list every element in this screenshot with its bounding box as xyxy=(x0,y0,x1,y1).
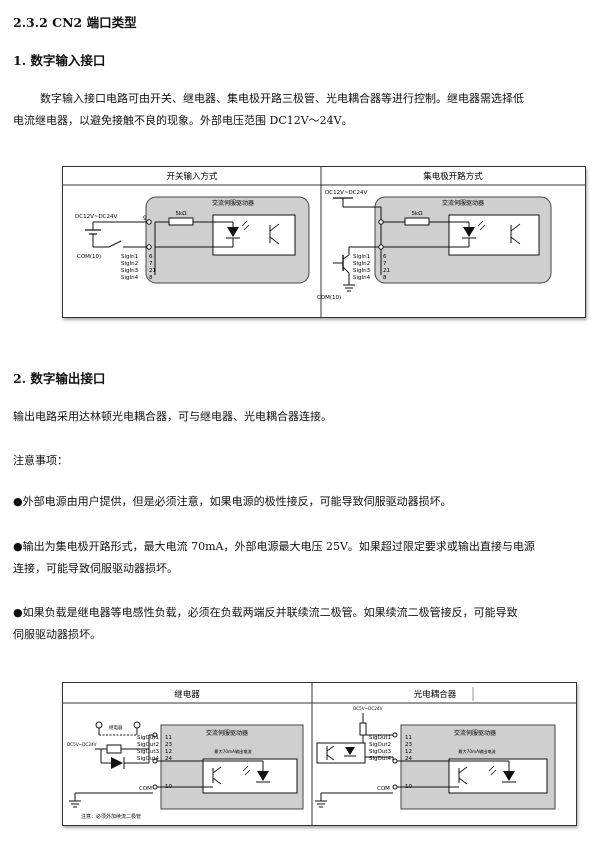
fig2-left-com: COM xyxy=(139,786,152,792)
fig2-left-signal-4: SigOut4 xyxy=(137,756,159,762)
fig1-right-pin-4: 8 xyxy=(383,275,387,281)
input-paragraph-line2: 电流继电器，以避免接触不良的现象。外部电压范围 DC12V～24V。 xyxy=(13,114,353,127)
fig2-left-pin-3: 12 xyxy=(165,749,172,755)
heading-digital-input: 1. 数字输入接口 xyxy=(13,53,106,68)
fig2-right-com: COM xyxy=(377,786,390,792)
section-title: 2.3.2 CN2 端口类型 xyxy=(13,15,137,30)
fig1-right-pin-3: 21 xyxy=(383,268,390,274)
fig1-right-led-icon xyxy=(463,227,475,237)
fig2-relay-label: 继电器 xyxy=(109,724,123,731)
fig1-right-signal-4: SigIn4 xyxy=(353,275,371,281)
fig1-right-optocoupler xyxy=(448,214,540,256)
fig1-left-resistor xyxy=(168,217,194,226)
fig1-left-pin-1: 6 xyxy=(149,254,153,260)
fig2-right-pin-1: 11 xyxy=(405,735,412,741)
fig2-right-led-icon xyxy=(503,771,515,781)
fig2-left-led-icon xyxy=(257,771,269,781)
fig2-external-optocoupler xyxy=(316,742,366,764)
input-wiring-figure: 开关输入方式 集电极开路方式 交流伺服驱动器 5kΩ 9 DC12V~DC24V xyxy=(62,166,586,318)
fig2-left-supply: DC5V~DC24V xyxy=(67,742,97,747)
fig2-left-driver-label: 交流伺服驱动器 xyxy=(206,729,248,737)
fig1-left-pin-4: 8 xyxy=(149,275,153,281)
fig2-right-pin-3: 12 xyxy=(405,749,412,755)
fig2-note: 注意：必须外加续流二极管 xyxy=(81,813,141,820)
fig2-right-signal-1: SigOut1 xyxy=(369,735,391,741)
fig2-right-driver-label: 交流伺服驱动器 xyxy=(454,729,496,737)
fig2-left-optocoupler xyxy=(202,758,298,794)
fig1-right-signal-3: SigIn3 xyxy=(353,268,371,274)
fig1-left-led-icon xyxy=(227,227,239,237)
fig2-right-signal-4: SigOut4 xyxy=(369,756,391,762)
input-paragraph-line1: 数字输入接口电路可由开关、继电器、集电极开路三极管、光电耦合器等进行控制。继电器… xyxy=(40,92,524,105)
note-bullet-1: ●外部电源由用户提供，但是必须注意，如果电源的极性接反，可能导致伺服驱动器损坏。 xyxy=(13,495,452,508)
notes-label: 注意事项： xyxy=(13,454,68,467)
fig2-left-signal-1: SigOut1 xyxy=(137,735,159,741)
output-wiring-figure: 继电器 光电耦合器 交流伺服驱动器 最大70mA输出电流 继电器 DC5V~DC… xyxy=(62,682,577,826)
note-bullet-2-line1: ●输出为集电极开路形式，最大电流 70mA，外部电源最大电压 25V。如果超过限… xyxy=(13,540,535,553)
fig1-left-signal-4: SigIn4 xyxy=(121,275,139,281)
note-bullet-2-line2: 连接，可能导致伺服驱动器损坏。 xyxy=(13,562,178,575)
fig1-left-pin-3: 21 xyxy=(149,268,156,274)
fig1-right-resistor xyxy=(404,217,430,226)
fig1-right-pin-1: 6 xyxy=(383,254,387,260)
note-bullet-3-line2: 伺服驱动器损坏。 xyxy=(13,628,101,641)
fig1-left-optocoupler xyxy=(212,214,296,256)
fig2-right-signal-2: SigOut2 xyxy=(369,742,391,748)
fig2-left-signal-3: SigOut3 xyxy=(137,749,159,755)
fig1-right-signal-2: SigIn2 xyxy=(353,261,370,267)
output-wiring-diagram: 继电器 光电耦合器 交流伺服驱动器 最大70mA输出电流 继电器 DC5V~DC… xyxy=(63,683,576,825)
fig1-left-resistor-label: 5kΩ xyxy=(176,211,187,217)
input-wiring-diagram: 开关输入方式 集电极开路方式 交流伺服驱动器 5kΩ 9 DC12V~DC24V xyxy=(63,167,585,317)
fig2-right-supply: DC5V~DC24V xyxy=(353,706,383,711)
fig2-right-signal-3: SigOut3 xyxy=(369,749,391,755)
fig1-right-resistor-label: 5kΩ xyxy=(412,211,423,217)
fig2-left-pin-2: 23 xyxy=(165,742,172,748)
fig1-right-signal-1: SigIn1 xyxy=(353,254,370,260)
output-paragraph: 输出电路采用达林顿光电耦合器，可与继电器、光电耦合器连接。 xyxy=(13,410,332,423)
fig1-left-signal-3: SigIn3 xyxy=(121,268,139,274)
fig1-right-supply: DC12V~DC24V xyxy=(325,190,368,196)
fig2-left-max-current: 最大70mA输出电流 xyxy=(214,748,252,755)
fig1-left-com: COM(10) xyxy=(77,254,101,260)
fig2-left-pin-1: 11 xyxy=(165,735,172,741)
fig2-left-title: 继电器 xyxy=(174,689,200,700)
fig1-right-com: COM(10) xyxy=(317,295,341,301)
fig2-right-pin-4: 24 xyxy=(405,756,412,762)
fig1-left-signal-2: SigIn2 xyxy=(121,261,138,267)
fig2-right-resistor xyxy=(359,722,367,736)
fig1-left-signal-1: SigIn1 xyxy=(121,254,138,260)
fig2-flyback-diode-icon xyxy=(111,757,123,769)
fig1-left-supply: DC12V~DC24V xyxy=(75,214,118,220)
fig1-left-pin-2: 7 xyxy=(149,261,153,267)
heading-digital-output: 2. 数字输出接口 xyxy=(13,371,106,386)
fig1-left-driver-label: 交流伺服驱动器 xyxy=(212,199,254,207)
fig2-left-signal-2: SigOut2 xyxy=(137,742,159,748)
fig2-left-pin-4: 24 xyxy=(165,756,172,762)
fig1-left-pin9: 9 xyxy=(143,215,147,222)
fig2-external-led-icon xyxy=(345,747,355,755)
fig1-left-title: 开关输入方式 xyxy=(166,171,218,182)
note-bullet-3-line1: ●如果负载是继电器等电感性负载，必须在负载两端反并联续流二极管。如果续流二极管接… xyxy=(13,606,518,619)
fig2-right-max-current: 最大70mA输出电流 xyxy=(458,748,496,755)
fig2-right-pin-2: 23 xyxy=(405,742,412,748)
fig1-right-title: 集电极开路方式 xyxy=(423,171,483,182)
fig1-right-driver-label: 交流伺服驱动器 xyxy=(442,199,484,207)
fig2-relay-coil xyxy=(106,744,122,754)
fig2-right-optocoupler xyxy=(448,758,548,794)
fig1-right-pin-2: 7 xyxy=(383,261,387,267)
fig2-right-title: 光电耦合器 xyxy=(414,689,457,700)
